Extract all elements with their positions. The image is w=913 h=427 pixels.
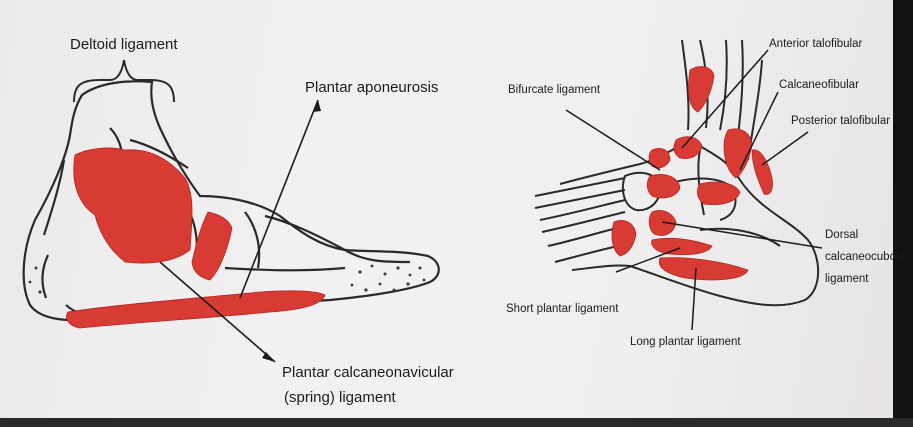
- lateral-ray-2: [540, 200, 625, 220]
- deltoid-ligament-mass: [74, 148, 192, 263]
- lateral-tibia-line-1: [682, 40, 689, 130]
- dorsal-calcaneocuboid-label-line2: calcaneocuboid: [825, 251, 905, 263]
- dorsal-calcaneocuboid-label-line3: ligament: [825, 273, 869, 285]
- medial-joint-line: [245, 212, 259, 268]
- bifurcate-ligament-label: Bifurcate ligament: [508, 84, 601, 96]
- posterior-talofibular-band: [752, 150, 773, 195]
- spring-ligament-label-line1: Plantar calcaneonavicular: [282, 364, 454, 381]
- medial-calcaneus-line: [42, 255, 48, 298]
- dorsal-calcaneocuboid-label-line1: Dorsal: [825, 229, 858, 241]
- medial-metatarsal-base: [225, 268, 345, 270]
- spring-ligament-arrowhead: [262, 352, 275, 362]
- plantar-aponeurosis-band: [67, 291, 326, 328]
- posterior-talofibular-leader: [762, 132, 808, 165]
- deltoid-ligament-label: Deltoid ligament: [70, 36, 178, 53]
- posterior-talofibular-label: Posterior talofibular: [791, 115, 890, 127]
- calcaneofibular-label: Calcaneofibular: [779, 79, 859, 91]
- cuboid-band: [612, 221, 636, 257]
- right-border: [893, 0, 913, 427]
- short-plantar-label: Short plantar ligament: [506, 303, 619, 315]
- lateral-calcaneus-line: [700, 229, 780, 246]
- spring-ligament-label-line2: (spring) ligament: [284, 389, 397, 406]
- anterior-talofibular-band: [674, 137, 702, 159]
- long-plantar-label: Long plantar ligament: [630, 336, 741, 348]
- long-plantar-band: [659, 258, 748, 280]
- plantar-aponeurosis-leader: [240, 100, 318, 298]
- anterior-talofibular-label: Anterior talofibular: [769, 38, 862, 50]
- bifurcate-leader: [566, 110, 660, 170]
- fibula-ligament-band: [688, 67, 714, 112]
- lateral-ray-4: [555, 246, 618, 262]
- navicular-ligament-band: [192, 212, 232, 280]
- bottom-border: [0, 418, 913, 427]
- short-plantar-band: [652, 238, 712, 254]
- medial-metatarsal-line: [265, 216, 410, 262]
- lateral-talus-line: [698, 150, 704, 215]
- lateral-tibia-line-3: [720, 40, 727, 130]
- bifurcate-band-b: [647, 175, 680, 198]
- plantar-aponeurosis-label: Plantar aponeurosis: [305, 79, 438, 96]
- talus-ligament-band: [697, 182, 740, 205]
